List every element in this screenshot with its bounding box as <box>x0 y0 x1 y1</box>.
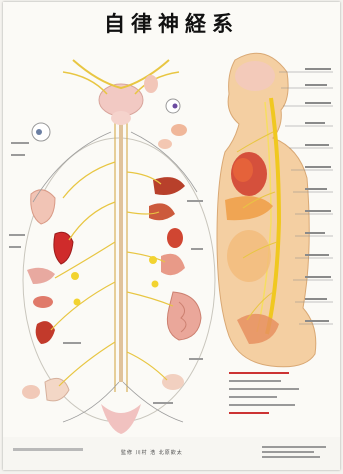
pelvic-organ <box>101 404 141 434</box>
legend <box>229 372 299 414</box>
ganglion <box>149 256 157 264</box>
gland <box>171 124 187 136</box>
side-brain <box>235 61 275 91</box>
uterus <box>162 374 184 390</box>
torso-side-view <box>217 53 333 414</box>
gland <box>144 75 158 93</box>
organ <box>27 268 55 284</box>
nervous-system-illustration <box>3 2 340 470</box>
ganglion <box>71 272 79 280</box>
poster-footer: 監修 川村 浩 北原欽太 <box>3 437 340 470</box>
heart <box>54 232 73 264</box>
brainstem <box>111 111 131 125</box>
kidney <box>36 321 55 344</box>
stomach <box>161 254 185 275</box>
liver <box>153 177 185 195</box>
lung <box>31 190 55 224</box>
anatomy-poster: 自律神経系 <box>3 2 340 470</box>
publisher-block <box>262 443 326 461</box>
left-diagram <box>9 60 215 434</box>
supervisor-credit: 監修 川村 浩 北原欽太 <box>121 449 183 456</box>
intestine <box>167 292 201 340</box>
side-abdomen <box>227 230 271 282</box>
publisher-strip <box>13 448 83 451</box>
